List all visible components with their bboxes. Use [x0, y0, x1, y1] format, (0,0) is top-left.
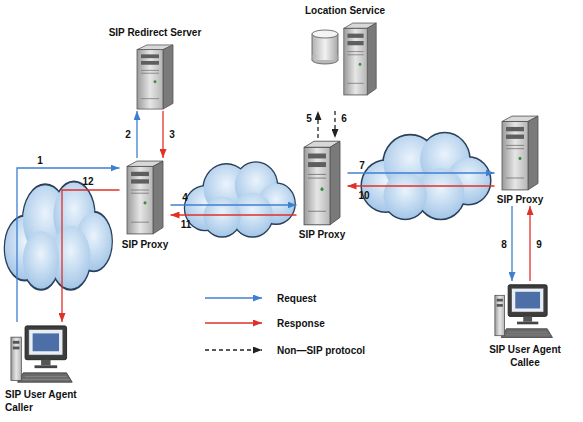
legend-line [205, 322, 262, 323]
message-arrow [171, 204, 297, 205]
callee-computer-icon [495, 285, 553, 338]
network-device: Location Service [303, 4, 388, 111]
proxy-server-icon [502, 116, 538, 190]
network-cloud [362, 133, 490, 219]
network-cloud [5, 183, 112, 289]
device-label: SIP Proxy [122, 238, 169, 251]
step-number: 12 [82, 176, 93, 187]
step-number: 11 [181, 219, 192, 230]
message-arrow [317, 111, 318, 138]
step-number: 10 [358, 190, 369, 201]
legend-sample [205, 293, 263, 303]
message-arrow [348, 185, 495, 186]
legend-sample [205, 345, 263, 355]
message-arrow [529, 206, 530, 281]
device-label: SIP Redirect Server [109, 26, 202, 39]
caller-computer-icon [11, 326, 72, 382]
message-arrow [136, 111, 137, 158]
legend-line [205, 349, 262, 350]
step-number: 7 [359, 160, 365, 171]
redirect-server-icon [137, 45, 173, 109]
message-arrow [162, 111, 163, 158]
device-label: SIP Proxy [497, 193, 544, 206]
message-arrow [17, 168, 120, 322]
legend-entry: Response [205, 316, 325, 330]
device-label: Location Service [305, 4, 385, 17]
network-device: SIP User Agent Caller [5, 322, 104, 414]
message-arrow [62, 190, 120, 322]
location-service-icon [312, 23, 376, 95]
proxy-server-icon [304, 141, 340, 225]
step-number: 5 [306, 113, 312, 124]
network-device: SIP Proxy [297, 138, 348, 241]
step-number: 6 [341, 113, 347, 124]
device-label: SIP User Agent Caller [5, 388, 100, 414]
step-number: 9 [536, 239, 542, 250]
legend-sample [205, 318, 263, 328]
network-device: SIP Proxy [495, 113, 546, 206]
step-number: 8 [501, 239, 507, 250]
network-cloud [185, 163, 295, 237]
step-number: 2 [125, 129, 131, 140]
step-number: 3 [169, 129, 175, 140]
message-arrow [348, 172, 495, 173]
network-device: SIP Redirect Server [107, 26, 204, 111]
message-arrow [171, 214, 297, 215]
step-number: 4 [182, 192, 188, 203]
message-arrow [334, 111, 335, 138]
network-device: SIP User Agent Callee [476, 281, 575, 369]
legend-text: Non—SIP protocol [277, 345, 365, 356]
proxy-server-icon [127, 161, 163, 234]
message-arrow [511, 206, 512, 281]
legend-text: Request [277, 293, 316, 304]
device-label: SIP User Agent Callee [478, 343, 573, 369]
legend-text: Response [277, 318, 325, 329]
legend-entry: Non—SIP protocol [205, 343, 365, 357]
device-label: SIP Proxy [299, 228, 346, 241]
step-number: 1 [37, 155, 43, 166]
legend-line [205, 297, 262, 298]
legend-entry: Request [205, 291, 316, 305]
network-device: SIP Proxy [120, 158, 171, 251]
